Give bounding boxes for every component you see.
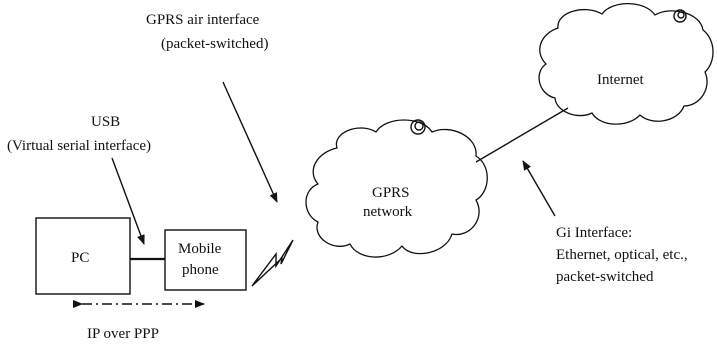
gprs-air-interface-label-line1: GPRS air interface: [146, 12, 260, 28]
mobile-label-line1: Mobile: [178, 241, 222, 257]
mobile-label-line2: phone: [182, 262, 219, 278]
mobile-phone-box: [164, 229, 247, 291]
usb-arrow: [111, 157, 145, 245]
gi-interface-arrow: [522, 160, 556, 217]
gprs-network-label-line1: GPRS: [372, 185, 410, 201]
usb-label-line2: (Virtual serial interface): [7, 138, 151, 154]
gprs-air-interface-label-line2: (packet-switched): [161, 36, 268, 52]
radio-link-icon: [251, 239, 294, 287]
antenna-icon: [410, 119, 426, 135]
pc-box: [35, 217, 131, 295]
antenna-icon: [673, 9, 687, 23]
internet-label: Internet: [597, 72, 644, 88]
gprs-network-cloud: [305, 119, 488, 258]
ip-over-ppp-label: IP over PPP: [87, 326, 159, 342]
gi-interface-label-line3: packet-switched: [556, 269, 654, 285]
gi-interface-label-line2: Ethernet, optical, etc.,: [556, 247, 688, 263]
gprs-network-label-line2: network: [363, 204, 413, 220]
gi-link-line: [475, 107, 569, 163]
usb-label-line1: USB: [91, 114, 120, 130]
gprs-air-arrow: [222, 81, 278, 203]
pc-label: PC: [71, 250, 89, 266]
gi-interface-label-line1: Gi Interface:: [556, 225, 632, 241]
internet-cloud: [538, 3, 714, 125]
